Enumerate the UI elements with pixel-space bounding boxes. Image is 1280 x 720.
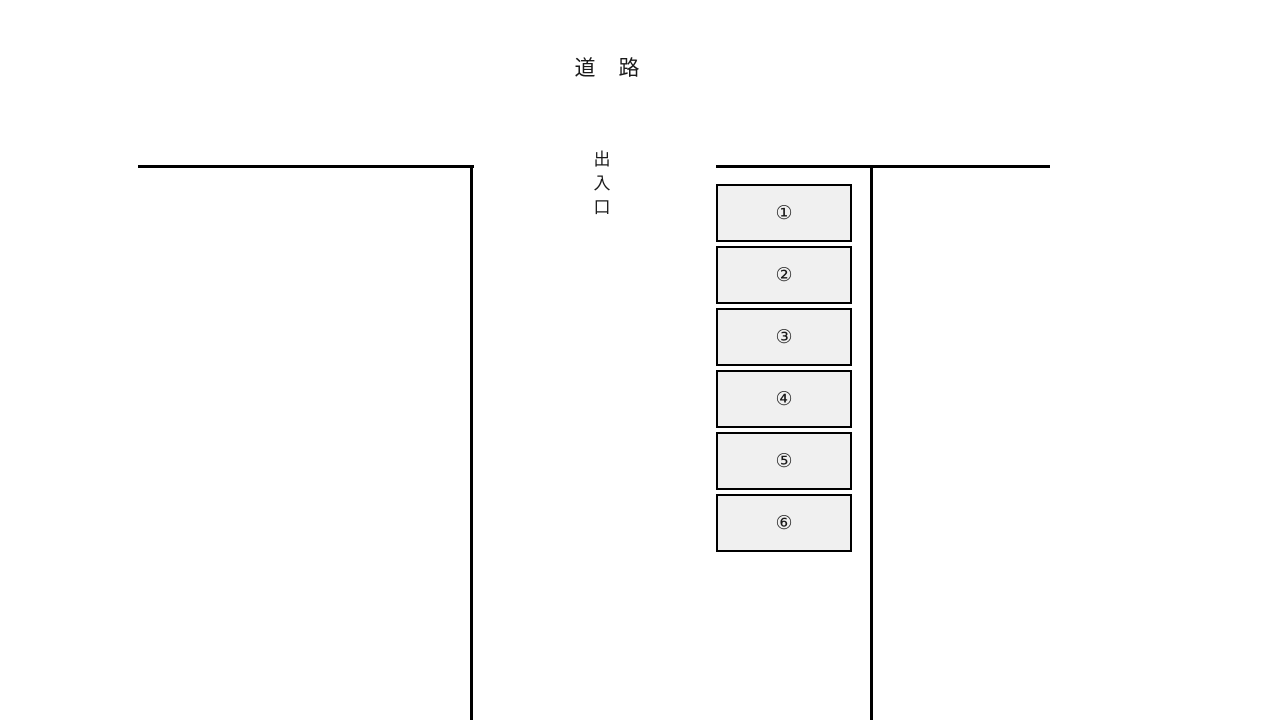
- road-label: 道 路: [574, 56, 641, 80]
- stall-number: ⑤: [775, 449, 793, 472]
- right-boundary-vertical-line: [870, 165, 873, 720]
- left-boundary-vertical-line: [470, 165, 473, 720]
- stall-number: ①: [775, 201, 793, 224]
- stall-number: ⑥: [775, 511, 793, 534]
- entrance-exit-char-1: 出: [593, 150, 611, 170]
- entrance-exit-char-3: 口: [593, 198, 611, 218]
- stall-number: ②: [775, 263, 793, 286]
- right-boundary-horizontal-line: [716, 165, 1050, 168]
- parking-stall[interactable]: ④: [716, 370, 852, 428]
- parking-stall[interactable]: ③: [716, 308, 852, 366]
- parking-stall[interactable]: ⑥: [716, 494, 852, 552]
- left-boundary-horizontal-line: [138, 165, 474, 168]
- parking-stall[interactable]: ②: [716, 246, 852, 304]
- stall-number: ③: [775, 325, 793, 348]
- parking-stall-stack: ① ② ③ ④ ⑤ ⑥: [716, 184, 852, 552]
- entrance-exit-label: 出 入 口: [590, 148, 614, 220]
- parking-stall[interactable]: ⑤: [716, 432, 852, 490]
- parking-stall[interactable]: ①: [716, 184, 852, 242]
- stall-number: ④: [775, 387, 793, 410]
- entrance-exit-char-2: 入: [593, 174, 611, 194]
